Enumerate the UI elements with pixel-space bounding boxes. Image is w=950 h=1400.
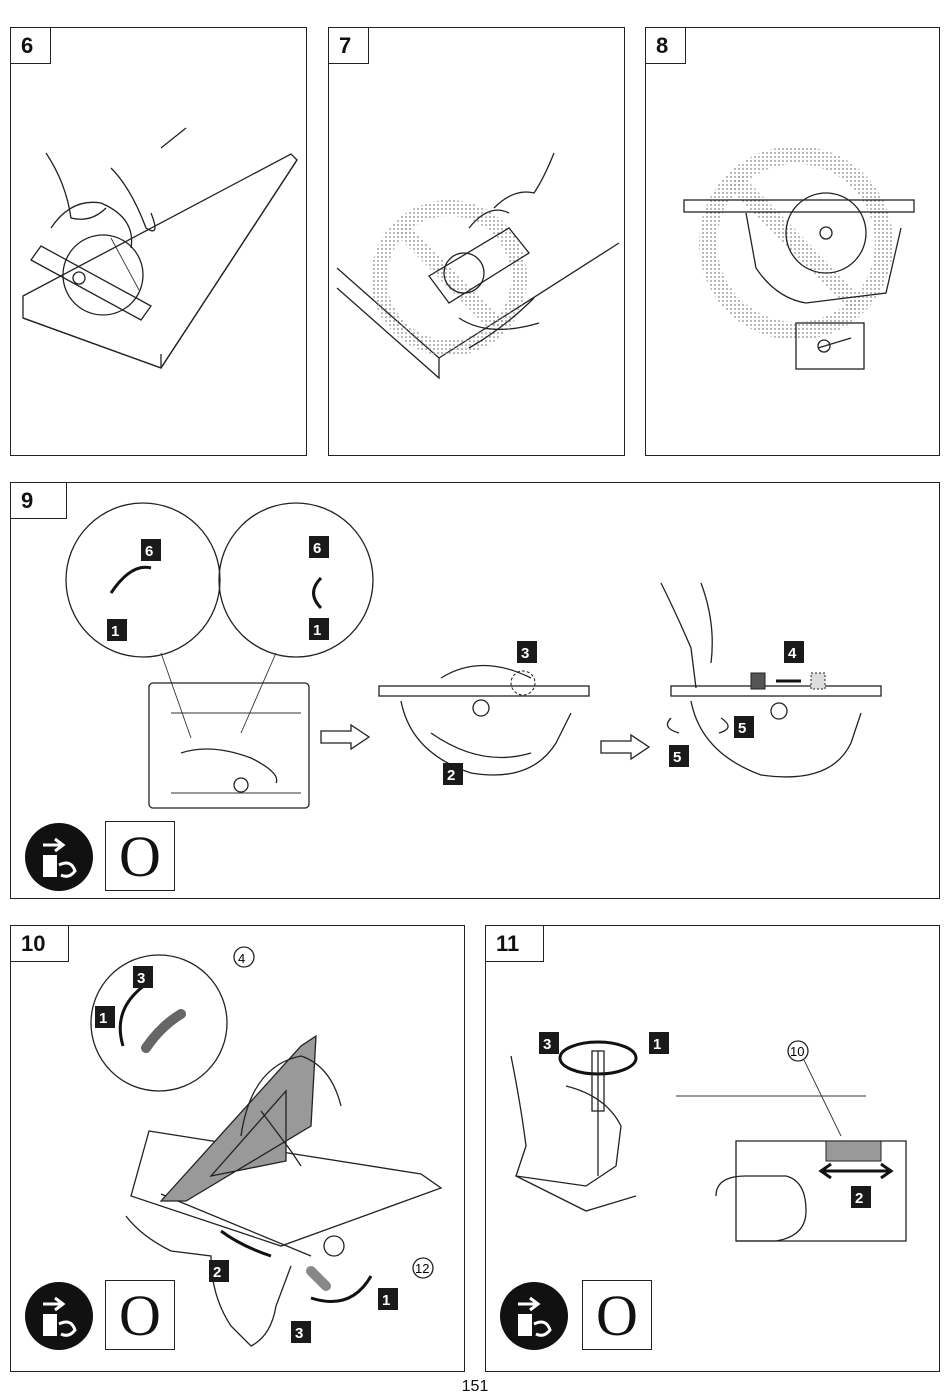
unplug-power-icon: [25, 823, 93, 891]
figure-10-illustration: 4 12 3 1 2 1 3: [90, 946, 443, 1347]
svg-text:1: 1: [111, 623, 119, 640]
callout-4: 4: [784, 641, 804, 663]
figure-11-label: 11: [486, 926, 544, 962]
callout-1-left: 1: [107, 619, 127, 641]
callout-3: 3: [539, 1032, 559, 1054]
callout-1-right: 1: [309, 618, 329, 640]
figure-9-label: 9: [11, 483, 67, 519]
svg-text:2: 2: [855, 1190, 863, 1207]
page-number: 151: [461, 1378, 489, 1395]
hollow-arrow-icon: [600, 733, 651, 761]
mode-symbol-box: O: [105, 1280, 175, 1350]
figure-6-illustration: [22, 127, 298, 369]
svg-text:3: 3: [295, 1325, 303, 1342]
callout-2: 2: [851, 1186, 871, 1208]
svg-text:3: 3: [137, 970, 145, 987]
callout-6-left: 6: [141, 539, 161, 561]
callout-2: 2: [443, 763, 463, 785]
svg-text:2: 2: [213, 1264, 221, 1281]
callout-5-bottom: 5: [669, 745, 689, 767]
svg-text:6: 6: [145, 543, 153, 560]
figure-8-panel: 8: [645, 27, 940, 456]
figure-7-illustration: [336, 152, 620, 380]
svg-text:2: 2: [447, 767, 455, 784]
figure-11-illustration: 10 3 1 2: [510, 1032, 907, 1242]
figure-6-label: 6: [11, 28, 51, 64]
prohibited-circle-icon: [699, 146, 893, 340]
svg-text:5: 5: [673, 749, 681, 766]
svg-text:3: 3: [543, 1036, 551, 1053]
detail-circle-left: [65, 502, 221, 658]
detail-circle-right: [218, 502, 374, 658]
callout-3-top: 3: [133, 966, 153, 988]
figure-11-panel: 11 10 3 1 2 O: [485, 925, 940, 1372]
figure-8-illustration: [683, 146, 915, 370]
svg-text:1: 1: [653, 1036, 661, 1053]
svg-text:10: 10: [790, 1044, 804, 1059]
figure-10-label: 10: [11, 926, 69, 962]
prohibited-circle-icon: [371, 200, 527, 356]
callout-1-bottom: 1: [378, 1288, 398, 1310]
unplug-power-icon: [25, 1282, 93, 1350]
svg-text:6: 6: [313, 540, 321, 557]
svg-text:1: 1: [99, 1010, 107, 1027]
unplug-power-icon: [500, 1282, 568, 1350]
callout-5-top: 5: [734, 716, 754, 738]
callout-1-top: 1: [95, 1006, 115, 1028]
callout-3: 3: [517, 641, 537, 663]
figure-9-illustration: [65, 502, 882, 809]
callout-1: 1: [649, 1032, 669, 1054]
figure-8-label: 8: [646, 28, 686, 64]
figure-10-panel: 10 4 12 3 1 2 1 3 O: [10, 925, 465, 1372]
svg-text:4: 4: [788, 645, 797, 662]
svg-text:1: 1: [313, 622, 321, 639]
svg-text:3: 3: [521, 645, 529, 662]
figure-9-panel: 9 6 1 6: [10, 482, 940, 899]
svg-text:5: 5: [738, 720, 746, 737]
callout-6-right: 6: [309, 536, 329, 558]
mode-symbol-box: O: [105, 821, 175, 891]
figure-7-panel: 7: [328, 27, 625, 456]
svg-text:4: 4: [238, 951, 245, 966]
callout-2: 2: [209, 1260, 229, 1282]
mode-symbol-box: O: [582, 1280, 652, 1350]
svg-text:12: 12: [415, 1261, 429, 1276]
hollow-arrow-icon: [320, 723, 371, 751]
figure-7-label: 7: [329, 28, 369, 64]
callout-3-bottom: 3: [291, 1321, 311, 1343]
detail-circle: [90, 954, 228, 1092]
figure-6-panel: 6: [10, 27, 307, 456]
svg-text:1: 1: [382, 1292, 390, 1309]
